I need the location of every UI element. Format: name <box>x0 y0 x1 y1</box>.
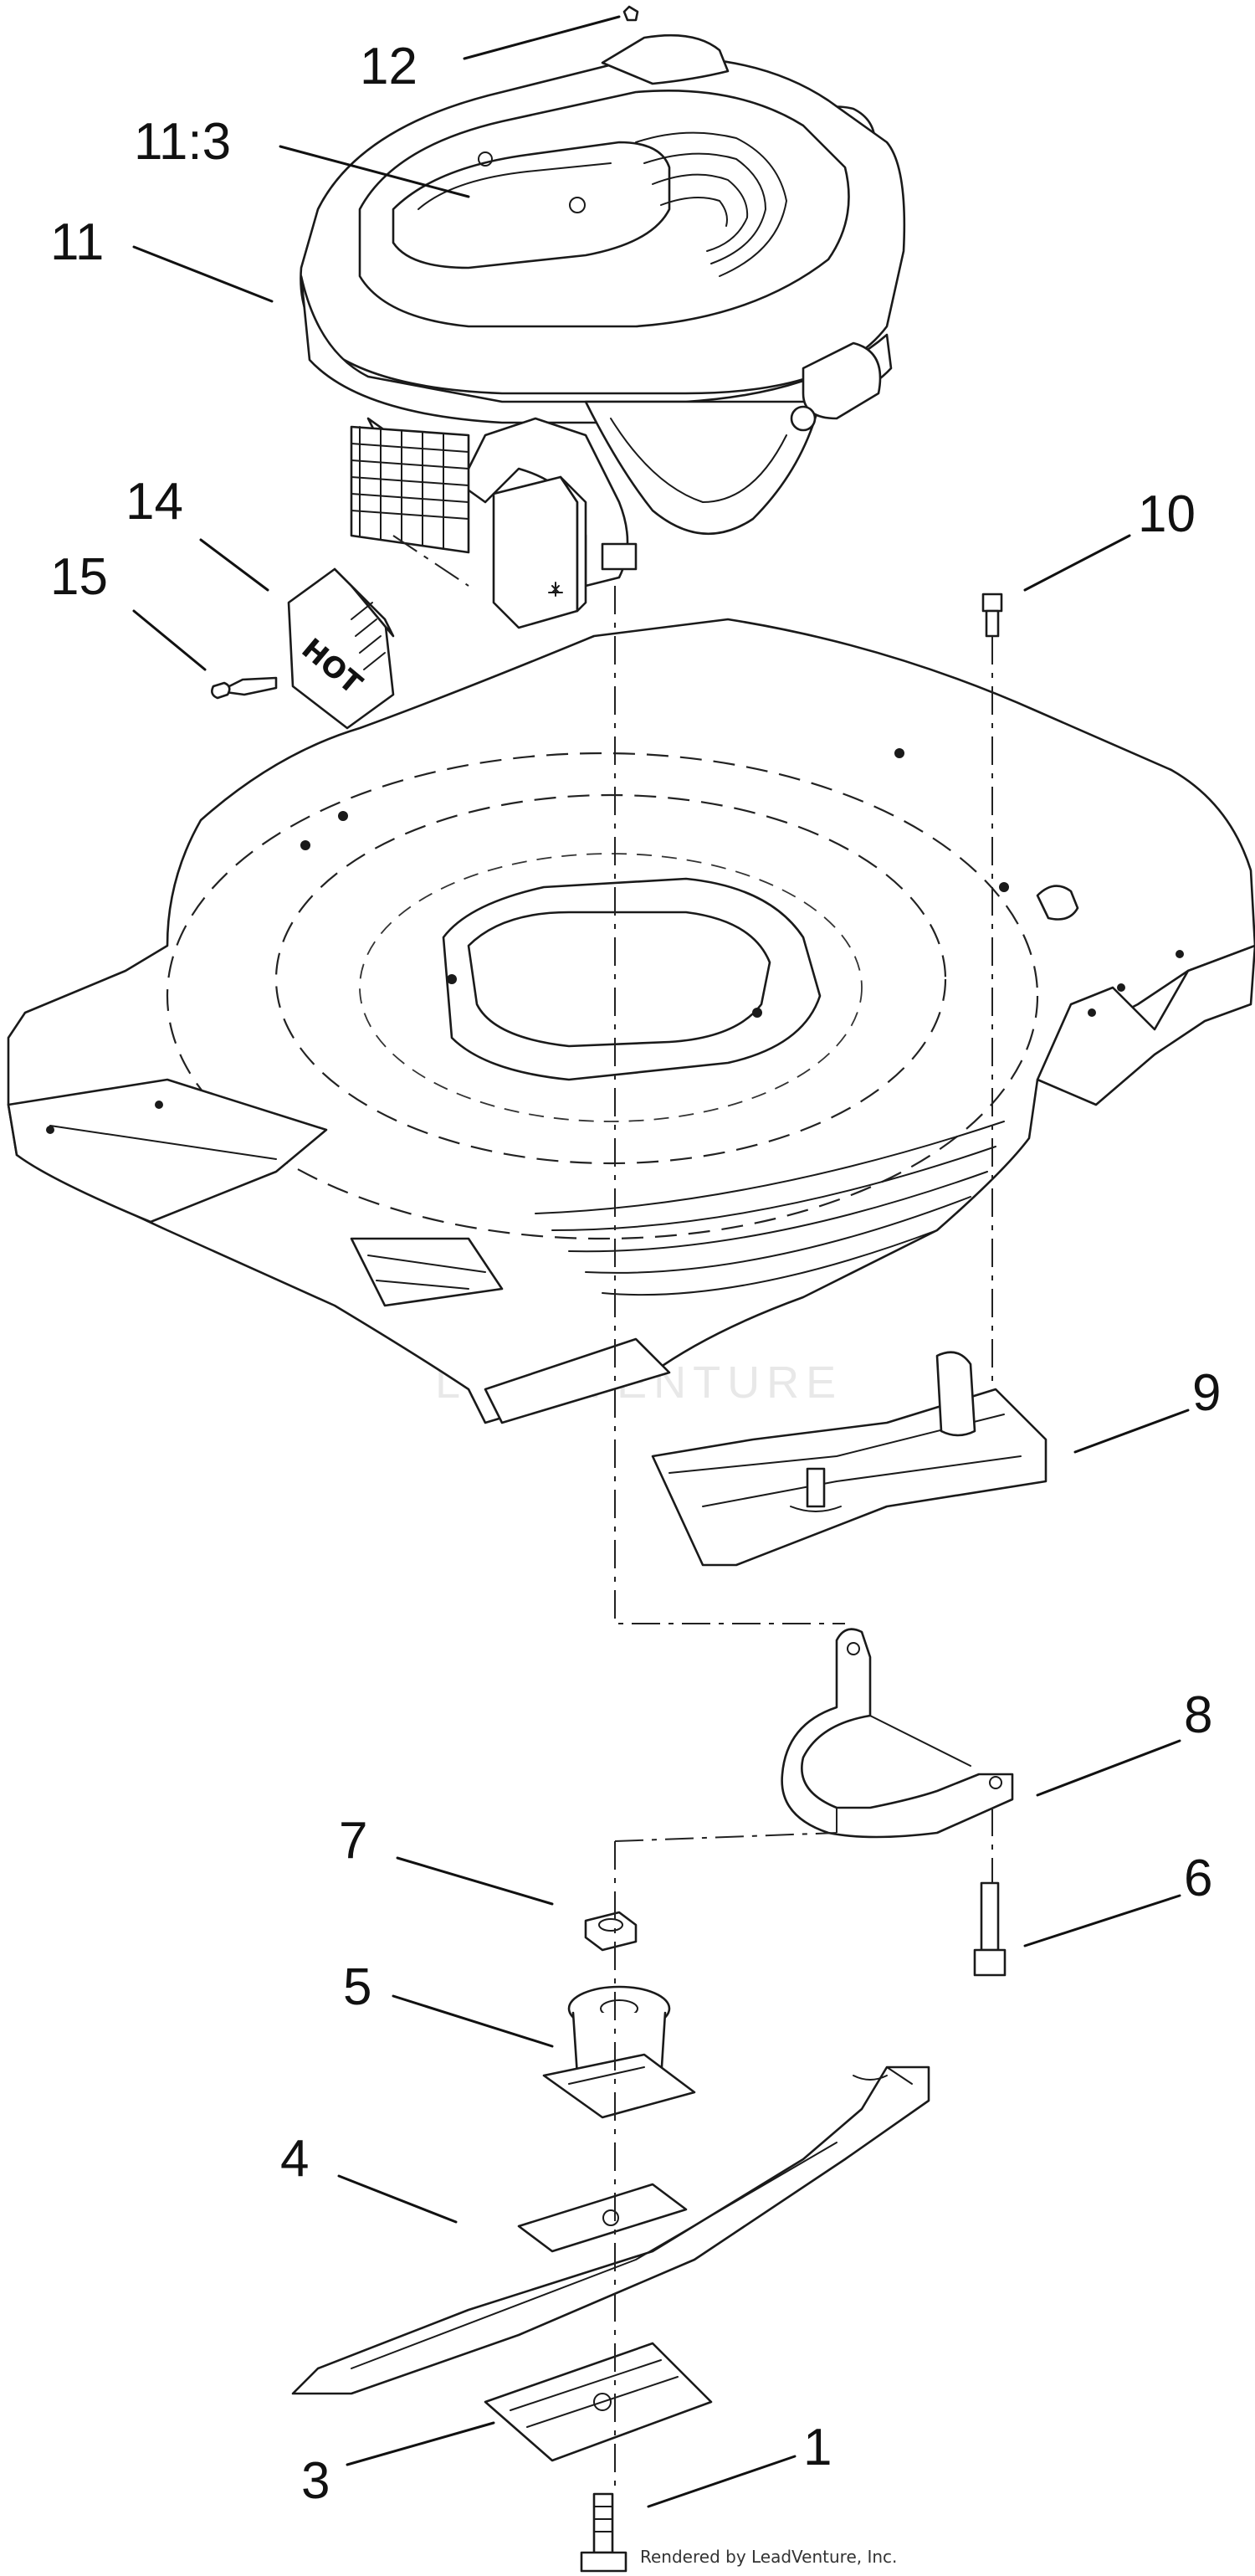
part-15-screw[interactable] <box>211 676 278 700</box>
callout-11-3: 11:3 <box>134 113 231 171</box>
callout-5: 5 <box>343 1958 371 2016</box>
part-7-nut[interactable] <box>584 1911 638 1952</box>
part-5-blade-adapter[interactable] <box>542 1985 696 2119</box>
callouts: 12 11:3 11 14 15 10 9 8 7 6 5 4 3 1 <box>50 38 1221 2510</box>
leader-lines <box>132 15 1190 2508</box>
render-credit: Rendered by LeadVenture, Inc. <box>640 2547 897 2567</box>
part-6-bolt[interactable] <box>973 1881 1007 1977</box>
callout-9: 9 <box>1192 1364 1221 1422</box>
mower-deck-housing[interactable] <box>7 618 1255 1424</box>
callout-14: 14 <box>126 473 183 531</box>
callout-4: 4 <box>280 2130 309 2188</box>
part-14-heat-shield[interactable]: HOT <box>287 567 395 730</box>
part-8-bracket[interactable] <box>781 1628 1014 1839</box>
part-10-bolt[interactable] <box>981 593 1003 638</box>
part-1-blade-bolt[interactable] <box>580 2492 628 2573</box>
callout-1: 1 <box>803 2419 832 2476</box>
callout-11: 11 <box>50 213 104 271</box>
callout-10: 10 <box>1138 485 1196 543</box>
callout-3: 3 <box>301 2452 330 2510</box>
callout-7: 7 <box>339 1812 367 1870</box>
callout-15: 15 <box>50 548 108 606</box>
callout-8: 8 <box>1184 1686 1212 1744</box>
callout-6: 6 <box>1184 1850 1212 1907</box>
part-3-stiffener[interactable] <box>484 2342 713 2462</box>
part-9-baffle[interactable] <box>651 1351 1048 1567</box>
alignment-lines <box>392 535 993 2494</box>
part-4-blade[interactable] <box>291 2065 930 2395</box>
part-12-screw[interactable] <box>622 5 639 22</box>
callout-12: 12 <box>360 38 417 95</box>
engine[interactable] <box>300 33 906 629</box>
